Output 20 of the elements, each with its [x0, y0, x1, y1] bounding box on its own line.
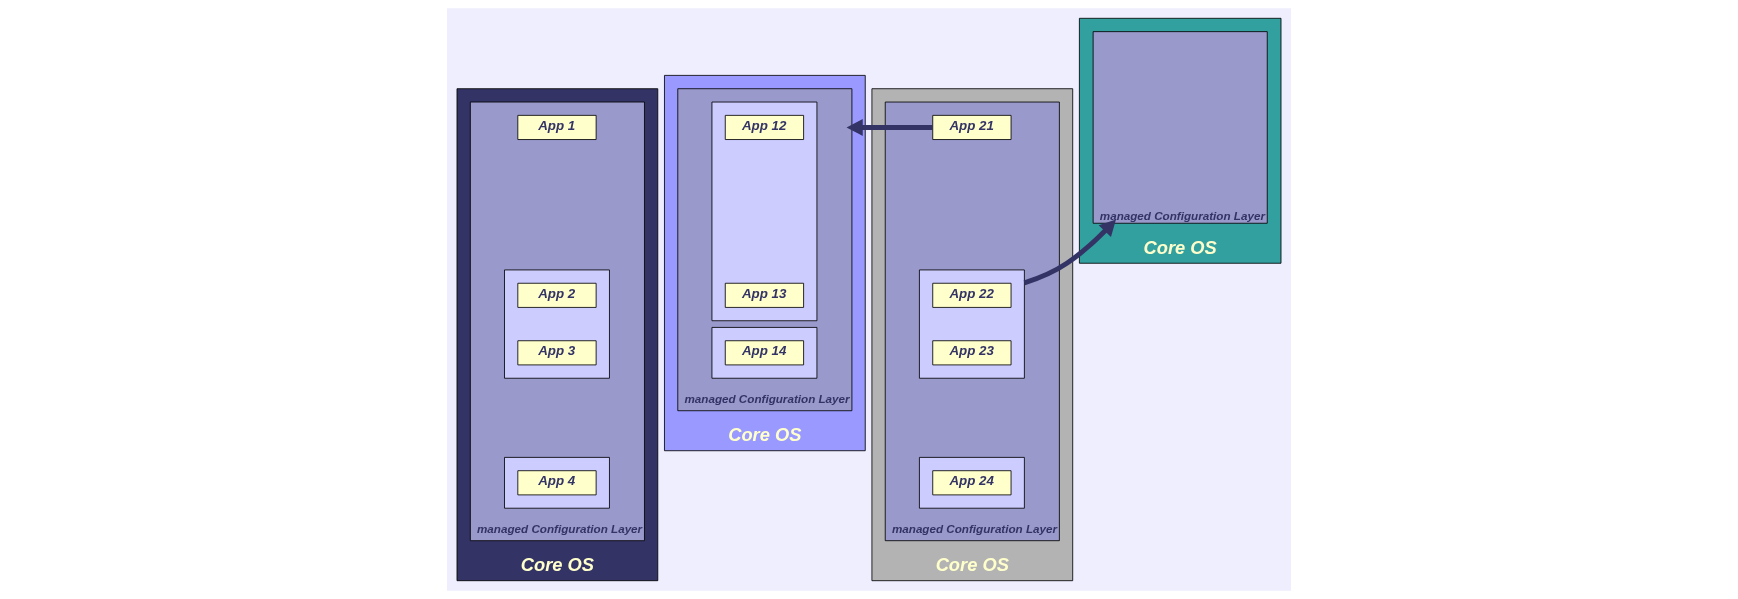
node-box: App 1 [517, 114, 597, 140]
node-box: App 23 [932, 340, 1012, 366]
node-box: App 14 [724, 340, 804, 366]
node-box: App 22 [932, 282, 1012, 308]
cluster [504, 456, 610, 509]
cluster [711, 327, 818, 379]
node-box: App 21 [932, 114, 1012, 140]
cluster [711, 101, 818, 322]
node-box: App 24 [932, 470, 1012, 496]
node-box: App 12 [724, 114, 804, 140]
arrow [846, 118, 933, 136]
cluster [919, 456, 1025, 509]
node-box: App 4 [517, 470, 597, 496]
node-box: App 3 [517, 340, 597, 366]
cluster [504, 269, 610, 379]
arrow [1023, 219, 1116, 286]
node-box: managed Configuration Layer [1092, 31, 1268, 224]
cluster [919, 269, 1025, 379]
node-box: App 13 [724, 282, 804, 308]
node-box: App 2 [517, 282, 597, 308]
